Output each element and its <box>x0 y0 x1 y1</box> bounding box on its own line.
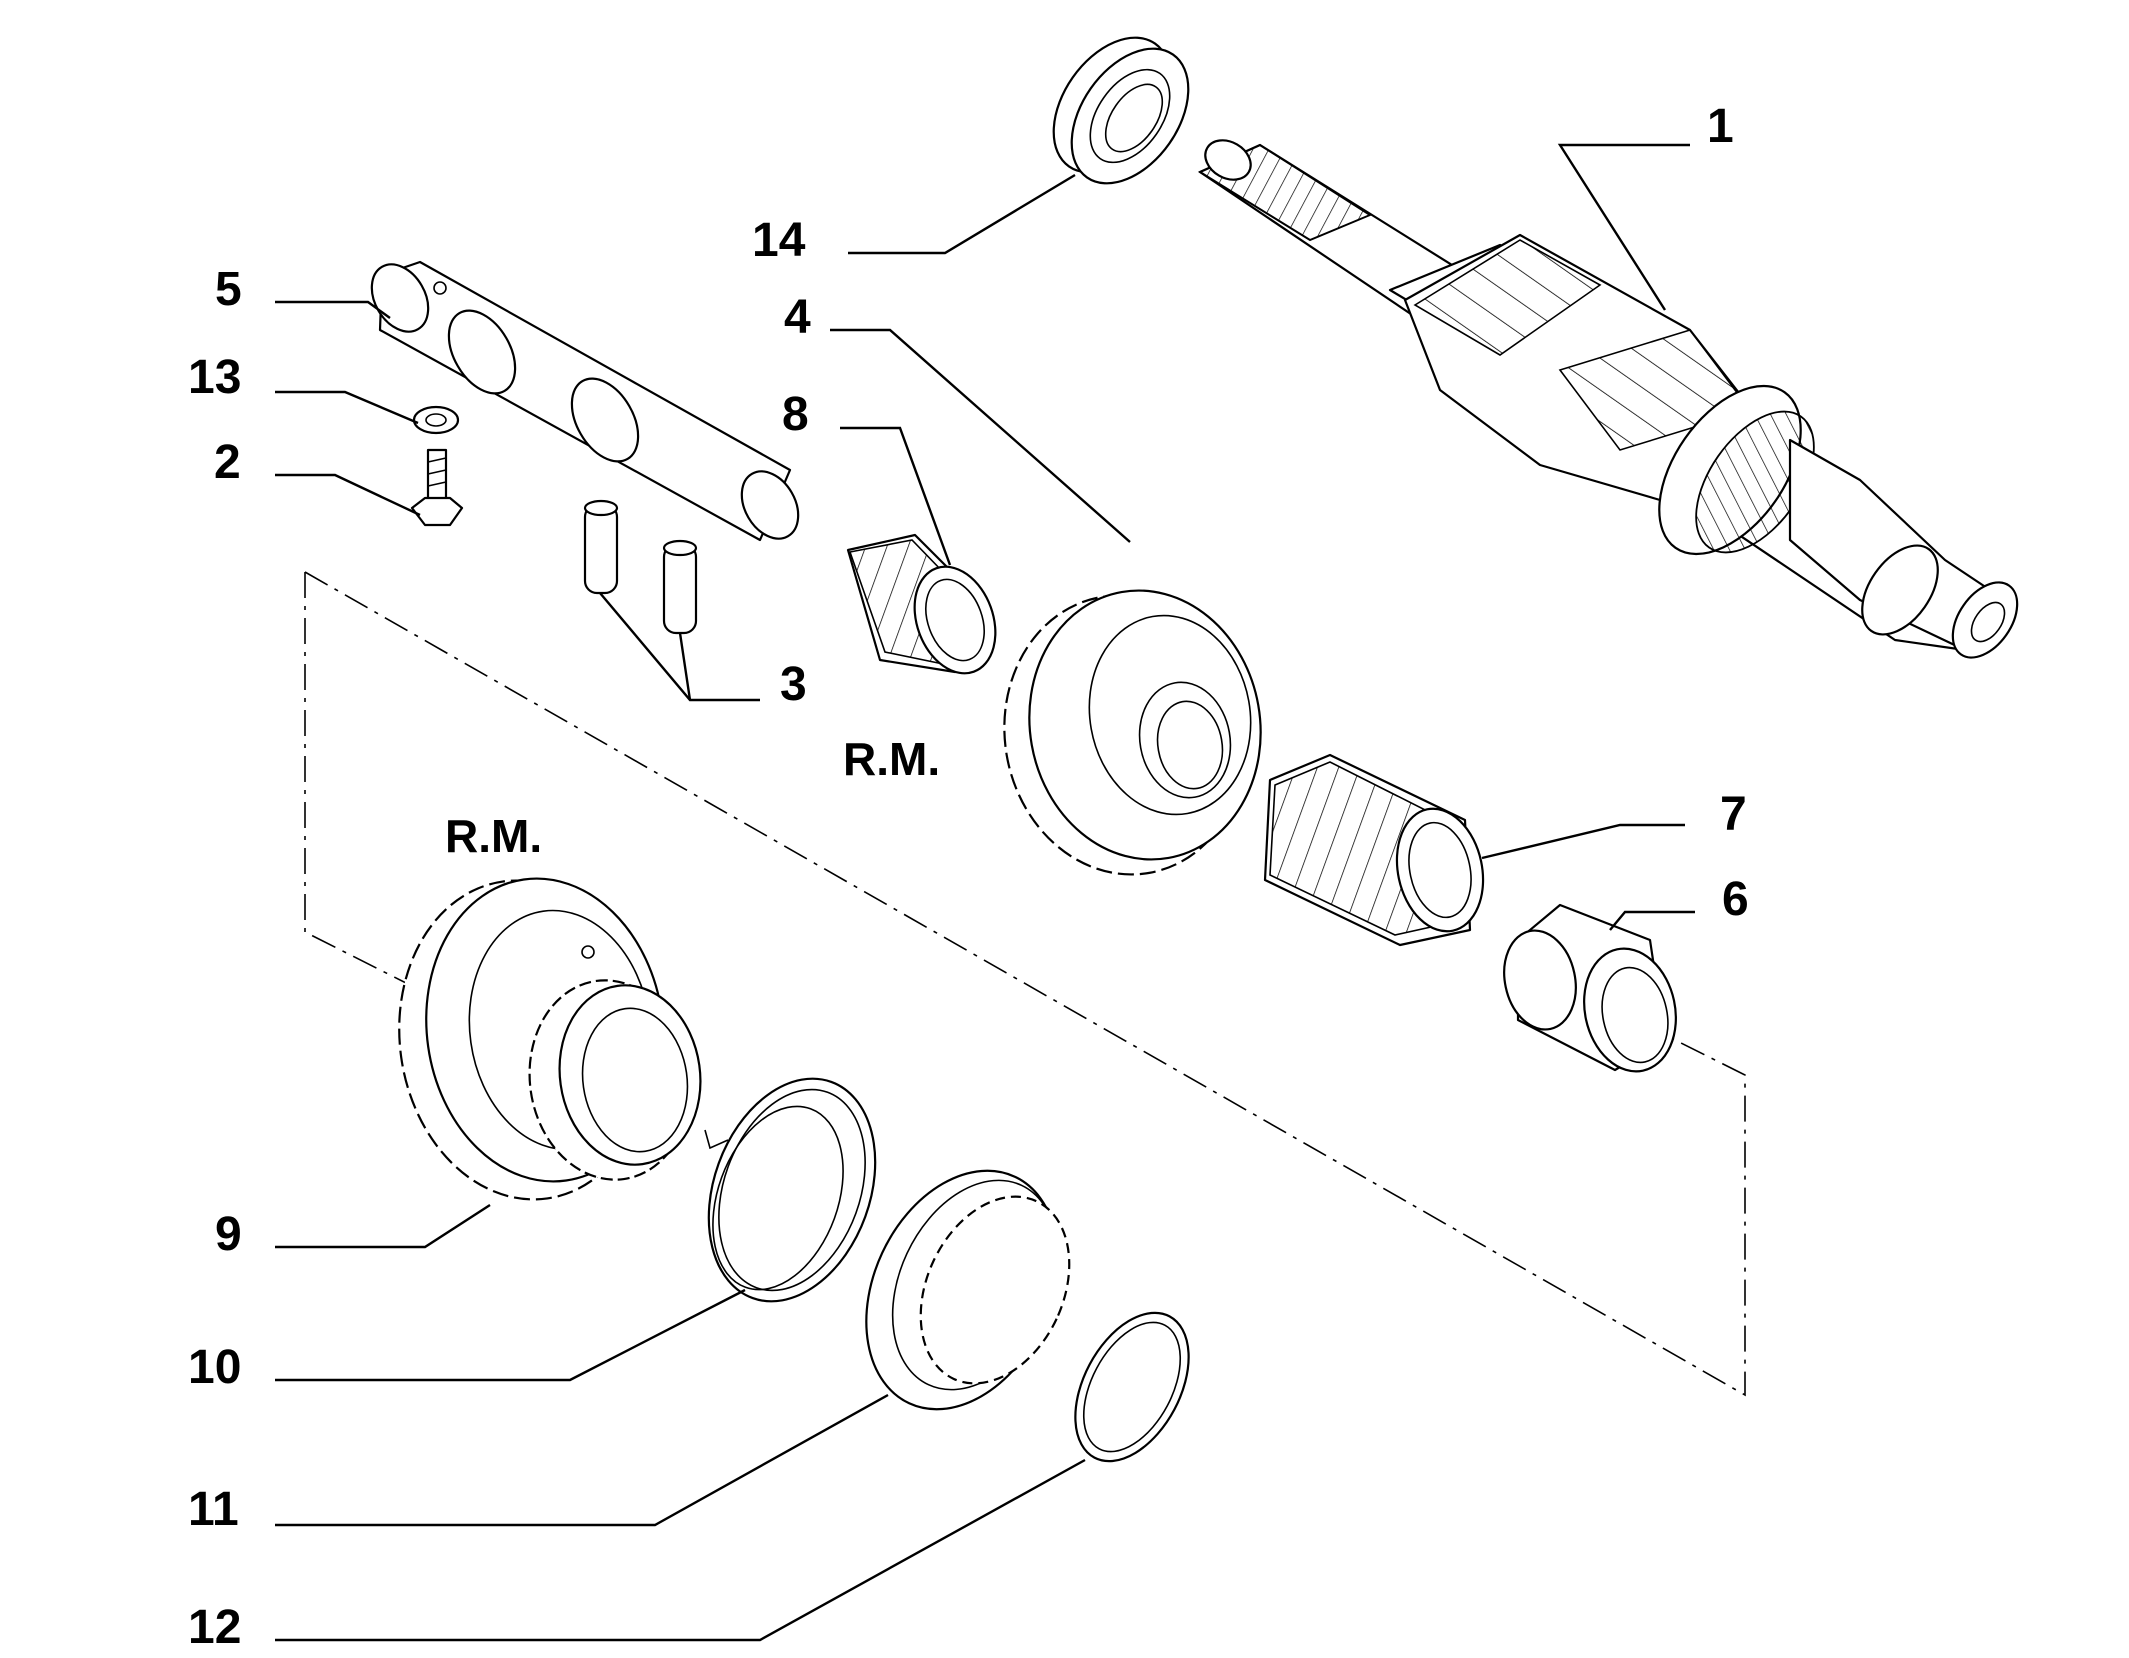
synchronizer-ring-part-11 <box>865 1169 1071 1411</box>
callout-7: 7 <box>1720 788 1747 841</box>
callout-6: 6 <box>1722 873 1749 926</box>
leader-9 <box>275 1203 491 1249</box>
callout-14: 14 <box>752 214 806 267</box>
washer-part-13 <box>412 405 460 435</box>
reverse-shaft-part-5 <box>370 260 800 542</box>
callout-labels: 1 2 3 4 5 6 7 8 9 10 11 12 13 14 R.M. R.… <box>188 100 1749 1654</box>
leader-2 <box>275 473 421 517</box>
callout-1: 1 <box>1707 100 1734 153</box>
callout-13: 13 <box>188 351 241 404</box>
snap-ring-part-12 <box>1074 1311 1190 1463</box>
leader-6 <box>1609 910 1695 931</box>
leader-11 <box>275 1393 889 1527</box>
leader-lines <box>275 143 1695 1642</box>
leader-7 <box>1481 823 1685 860</box>
callout-10: 10 <box>188 1341 241 1394</box>
spring-ring-part-10 <box>704 1077 877 1303</box>
needle-bearing-part-7 <box>1263 753 1485 947</box>
leader-3-right <box>678 632 692 701</box>
callout-11: 11 <box>188 1483 239 1536</box>
leader-5 <box>275 300 391 319</box>
leader-10 <box>275 1288 746 1382</box>
callout-9: 9 <box>215 1208 242 1261</box>
pins-part-3 <box>583 499 698 635</box>
leader-8 <box>840 426 952 566</box>
callout-4: 4 <box>784 291 811 344</box>
leader-4 <box>830 328 1131 543</box>
needle-bearing-part-8 <box>846 533 997 675</box>
callout-2: 2 <box>214 436 241 489</box>
callout-12: 12 <box>188 1601 241 1654</box>
ball-bearing-part-14 <box>1052 36 1190 185</box>
callout-8: 8 <box>782 388 809 441</box>
main-shaft-part-1 <box>1197 139 2019 659</box>
bushing-part-6 <box>1503 903 1677 1073</box>
leader-12 <box>275 1458 1086 1642</box>
callout-3: 3 <box>780 658 807 711</box>
bolt-part-2 <box>410 448 464 527</box>
assembly-axis-lines <box>304 571 1746 1397</box>
cluster-gear-part-9 <box>398 877 702 1201</box>
leader-1 <box>1557 143 1690 311</box>
rm-note-lower: R.M. <box>445 810 542 862</box>
leader-14 <box>848 173 1076 255</box>
rm-note-upper: R.M. <box>843 733 940 785</box>
leader-13 <box>275 390 419 425</box>
callout-5: 5 <box>215 263 242 316</box>
reverse-idler-gear-part-4 <box>1003 589 1262 876</box>
